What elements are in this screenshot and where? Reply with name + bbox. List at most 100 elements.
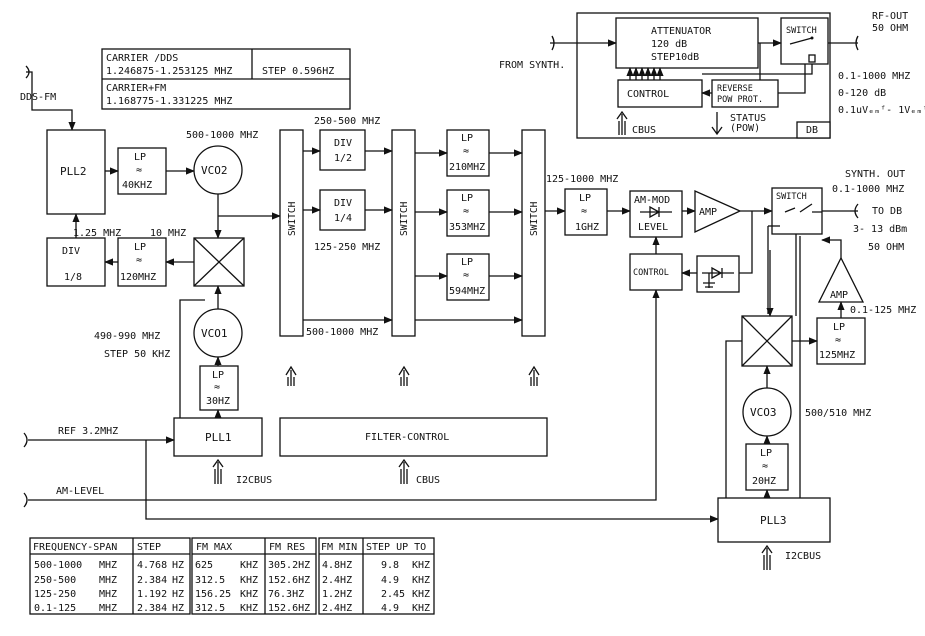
i2cbus-1-label: I2CBUS (236, 475, 272, 486)
diagram-text: MHZ (99, 575, 117, 586)
ohm-label: 50 OHM (868, 242, 904, 253)
diagram-text: STEP UP TO (366, 542, 426, 553)
pow-prot-label: POW PROT. (717, 95, 763, 105)
diagram-text: LP (579, 193, 591, 204)
diagram-text: 305.2HZ (268, 560, 310, 571)
diagram-text: DIV (62, 246, 80, 257)
lp-353-label: 353MHZ (449, 222, 485, 233)
diagram-text: 2.384 (137, 603, 167, 614)
diagram-text: MHZ (99, 603, 117, 614)
filter-control-label: FILTER-CONTROL (365, 432, 449, 443)
vco1-label: VCO1 (201, 327, 228, 340)
diagram-text: ≈ (214, 382, 220, 393)
rf-switch-label: SWITCH (786, 26, 817, 36)
f125-label: 1.25 MHZ (73, 228, 121, 239)
ref-label: REF 3.2MHZ (58, 426, 118, 437)
diagram-text: 0.1-125 (34, 603, 76, 614)
dds-fm-label: DDS-FM (20, 92, 56, 103)
diagram-text: 2.384 (137, 575, 167, 586)
switch-2-block (391, 129, 416, 337)
diagram-text: 2.4HZ (322, 575, 352, 586)
switch-3-block (521, 129, 546, 337)
lp-20-label: 20HZ (752, 476, 776, 487)
diagram-text: FM MIN (321, 542, 357, 553)
carrier-step: STEP 0.596HZ (262, 66, 334, 77)
synth-out-range: 0.1-1000 MHZ (832, 184, 904, 195)
amp-1-block (694, 189, 742, 234)
diagram-text: 9.8 (381, 560, 399, 571)
diagram-text: 125-250 (34, 589, 76, 600)
range-125-1000: 125-1000 MHZ (546, 174, 618, 185)
att-control-label: CONTROL (627, 89, 669, 100)
att-control-block (617, 79, 703, 108)
diagram-text: 152.6HZ (268, 575, 310, 586)
diagram-text: 312.5 (195, 603, 225, 614)
diagram-text: KHZ (412, 575, 430, 586)
pll1-block (173, 417, 263, 457)
lp-125m-block (816, 317, 866, 365)
lp-120m-label: 120MHZ (120, 272, 156, 283)
vco1-range: 490-990 MHZ (94, 331, 160, 342)
diagram-text: 152.6HZ (268, 603, 310, 614)
vco3-range: 500/510 MHZ (805, 408, 871, 419)
vco1-step: STEP 50 KHZ (104, 349, 170, 360)
diagram-text: DIV (334, 198, 352, 209)
diagram-text: ≈ (136, 255, 142, 266)
filter-control-block (279, 417, 548, 457)
pll2-label: PLL2 (60, 165, 87, 178)
am-control-label: CONTROL (633, 268, 669, 278)
level-label: LEVEL (638, 222, 668, 233)
lp-40k-label: 40KHZ (122, 180, 152, 191)
diagram-text: ≈ (463, 206, 469, 217)
rf-out-ohm: 50 OHM (872, 23, 908, 34)
diagram-text: 625 (195, 560, 213, 571)
attenuator-range: 120 dB (651, 39, 687, 50)
carrier-info-box: CARRIER /DDS 1.246875-1.253125 MHZ STEP … (101, 48, 351, 110)
att-range-1: 0.1-1000 MHZ (838, 71, 910, 82)
diagram-text: LP (134, 242, 146, 253)
range-500-1000: 500-1000 MHZ (306, 327, 378, 338)
input-connector-icon (550, 35, 560, 51)
diagram-text: ≈ (463, 270, 469, 281)
lp-210-block (446, 129, 490, 177)
diagram-text: LP (461, 133, 473, 144)
diagram-text: FREQUENCY-SPAN (33, 542, 117, 553)
am-connector-icon (23, 492, 28, 508)
diagram-text: 2.4HZ (322, 603, 352, 614)
amp-1-label: AMP (699, 207, 717, 218)
diagram-text: LP (134, 152, 146, 163)
diagram-text: KHZ (412, 603, 430, 614)
diagram-text: LP (833, 322, 845, 333)
diagram-text: ≈ (762, 461, 768, 472)
diagram-text: FM RES (269, 542, 305, 553)
switch-1-label: SWITCH (287, 201, 298, 236)
status-pow-label: (POW) (730, 123, 760, 134)
rf-switch-block (780, 17, 829, 65)
diagram-text: LP (461, 193, 473, 204)
diagram-text: HZ (172, 560, 184, 571)
i2cbus-1-arrow (212, 458, 224, 484)
diagram-text: 4.8HZ (322, 560, 352, 571)
diagram-text: LP (212, 370, 224, 381)
diagram-text: MHZ (99, 560, 117, 571)
pll2-block (46, 129, 106, 215)
db-label: DB (806, 125, 818, 136)
rf-out-label: RF-OUT (872, 11, 908, 22)
att-range-2: 0-120 dB (838, 88, 886, 99)
switch-3-label: SWITCH (529, 201, 540, 236)
detector-block (696, 255, 740, 293)
vco3-label: VCO3 (750, 406, 777, 419)
div-4-block (319, 189, 366, 231)
vco2-label: VCO2 (201, 164, 228, 177)
vco2-range: 500-1000 MHZ (186, 130, 258, 141)
pll1-label: PLL1 (205, 431, 232, 444)
div-8-label: 1/8 (64, 272, 82, 283)
lp-120m-block (117, 237, 167, 287)
pll3-block (717, 497, 831, 543)
dds-connector-icon (25, 65, 33, 80)
diagram-text: HZ (172, 575, 184, 586)
diagram-text: KHZ (240, 575, 258, 586)
diagram-text: HZ (172, 603, 184, 614)
diagram-text: ≈ (136, 165, 142, 176)
